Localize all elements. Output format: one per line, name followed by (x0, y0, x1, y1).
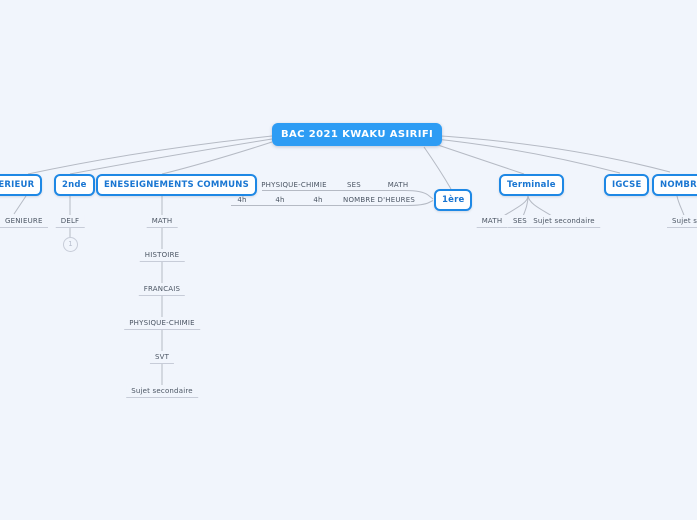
node-2nde[interactable]: 2nde (54, 174, 95, 196)
node-root[interactable]: BAC 2021 KWAKU ASIRIFI (272, 123, 443, 146)
label-chain-francais[interactable]: FRANCAIS (138, 283, 186, 296)
label-1ere-ses[interactable]: SES (347, 181, 361, 189)
connector-1ere-subjects-row (262, 190, 434, 200)
label-terminale-sujet-secondaire[interactable]: Sujet secondaire (528, 215, 600, 228)
node-enseignements-communs[interactable]: ENESEIGNEMENTS COMMUNS (96, 174, 257, 196)
node-superieur[interactable]: PERIEUR (0, 174, 43, 196)
label-chain-sujet-secondaire[interactable]: Sujet secondaire (126, 385, 198, 398)
node-nombre[interactable]: NOMBRE (652, 174, 697, 196)
connector-1ere-hours-row (231, 200, 434, 206)
node-1ere[interactable]: 1ère (434, 189, 473, 211)
node-igcse[interactable]: IGCSE (604, 174, 650, 196)
connector-root-commons (161, 141, 273, 175)
node-terminale[interactable]: Terminale (499, 174, 564, 196)
label-chain-histoire[interactable]: HISTOIRE (139, 249, 185, 262)
label-delf[interactable]: DELF (55, 215, 85, 228)
label-chain-physique-chimie[interactable]: PHYSIQUE-CHIMIE (124, 317, 200, 330)
connector-superieur-genieure (13, 195, 27, 215)
connector-root-superieur (27, 135, 273, 175)
connector-root-1ere (423, 146, 452, 190)
connector-root-terminale (425, 140, 525, 175)
connector-root-nombre (425, 134, 671, 173)
label-nombre-sujet-secondaire[interactable]: Sujet secondaire (667, 215, 697, 228)
label-hours-1[interactable]: 4h (237, 196, 247, 204)
label-hours-2[interactable]: 4h (275, 196, 285, 204)
label-1ere-physique-chimie[interactable]: PHYSIQUE-CHIMIE (261, 181, 327, 189)
collapsed-children-badge[interactable]: 1 (63, 237, 78, 252)
label-chain-svt[interactable]: SVT (149, 351, 175, 364)
connector-root-2nde (69, 138, 273, 175)
connector-root-igcse (425, 137, 621, 174)
label-nombre-dheures[interactable]: NOMBRE D'HEURES (343, 196, 415, 204)
label-1ere-math[interactable]: MATH (387, 181, 409, 189)
label-chain-math[interactable]: MATH (146, 215, 178, 228)
label-terminale-math[interactable]: MATH (476, 215, 508, 228)
label-hours-3[interactable]: 4h (313, 196, 323, 204)
label-genieure[interactable]: GENIEURE (0, 215, 48, 228)
label-terminale-ses[interactable]: SES (508, 215, 532, 228)
